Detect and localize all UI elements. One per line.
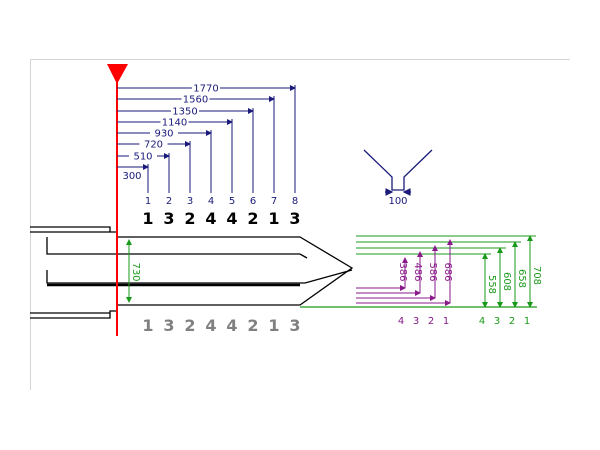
depth-index-label: 3 [413, 316, 419, 327]
cut-depth-digit: 3 [163, 316, 174, 335]
dimension-label-bg [160, 116, 189, 127]
cut-depth-digit: 1 [268, 316, 279, 335]
cut-position-number: 8 [292, 196, 298, 207]
depth-dimension-label: 486 [412, 262, 423, 281]
dimension-label: 1350 [172, 107, 197, 118]
frame-top-border [30, 59, 570, 60]
left-dimension-label: 730 [130, 262, 141, 281]
cut-position-number: 2 [166, 196, 172, 207]
cut-position-number: 1 [145, 196, 151, 207]
key-blade [30, 226, 354, 319]
cut-depth-digit: 4 [205, 316, 216, 335]
cut-depth-digit: 3 [289, 209, 300, 228]
cut-depth-digit: 1 [142, 209, 153, 228]
depth-dimension-label: 608 [501, 272, 512, 291]
depth-index-label: 1 [443, 316, 449, 327]
dimension-label: 1140 [162, 118, 187, 129]
datum-line [107, 64, 128, 336]
depth-index-label: 4 [398, 316, 404, 327]
depth-dimensions: 558 608 658 708 386 486 586 686 [300, 235, 542, 308]
cut-depth-digit: 2 [184, 209, 195, 228]
cut-position-number: 7 [271, 196, 277, 207]
cut-depth-digit: 2 [247, 209, 258, 228]
v-notch-detail [363, 149, 433, 196]
depth-index-label: 3 [494, 316, 500, 327]
cut-position-number: 5 [229, 196, 235, 207]
dimension-label: 300 [122, 171, 141, 182]
dimension-label-bg [192, 82, 220, 93]
notch-width-label: 100 [388, 196, 407, 207]
cut-depth-digit: 1 [268, 209, 279, 228]
depth-dimension-label: 586 [427, 262, 438, 281]
depth-dimension-label: 558 [486, 275, 497, 294]
depth-dimension-label: 386 [397, 262, 408, 281]
dimension-label-bg [171, 105, 199, 116]
depth-dimension-label: 658 [516, 269, 527, 288]
depth-index-label: 1 [524, 316, 530, 327]
depth-dimension-label: 686 [442, 262, 453, 281]
dimension-label: 1560 [183, 95, 208, 106]
dimension-label-bg [129, 150, 157, 161]
dimension-label-bg [139, 138, 168, 149]
datum-marker-icon [107, 64, 128, 84]
cut-position-number: 3 [187, 196, 193, 207]
cut-depth-digit: 2 [247, 316, 258, 335]
dimension-label: 1770 [193, 84, 218, 95]
depth-index-label: 2 [428, 316, 434, 327]
cut-depth-digit: 4 [226, 209, 237, 228]
dimension-label: 510 [133, 152, 152, 163]
depth-dimension-label: 708 [531, 266, 542, 285]
cut-depth-digit: 2 [184, 316, 195, 335]
dimension-label: 930 [154, 129, 173, 140]
cut-depth-digit: 1 [142, 316, 153, 335]
dimension-label-bg [181, 93, 210, 104]
cut-position-number: 6 [250, 196, 256, 207]
left-width-dimension: 730 [126, 239, 141, 303]
cut-depth-digit: 4 [205, 209, 216, 228]
cut-position-number: 4 [208, 196, 214, 207]
dimension-label: 720 [144, 140, 163, 151]
frame-left-border [30, 59, 31, 390]
cut-depth-digit: 4 [226, 316, 237, 335]
cut-depth-digit: 3 [163, 209, 174, 228]
depth-index-label: 2 [509, 316, 515, 327]
cut-position-ticks: 1 2 3 4 5 6 7 8 [145, 196, 298, 207]
depth-index-label: 4 [479, 316, 485, 327]
dimension-label-bg [150, 127, 178, 138]
cut-depth-digit: 3 [289, 316, 300, 335]
